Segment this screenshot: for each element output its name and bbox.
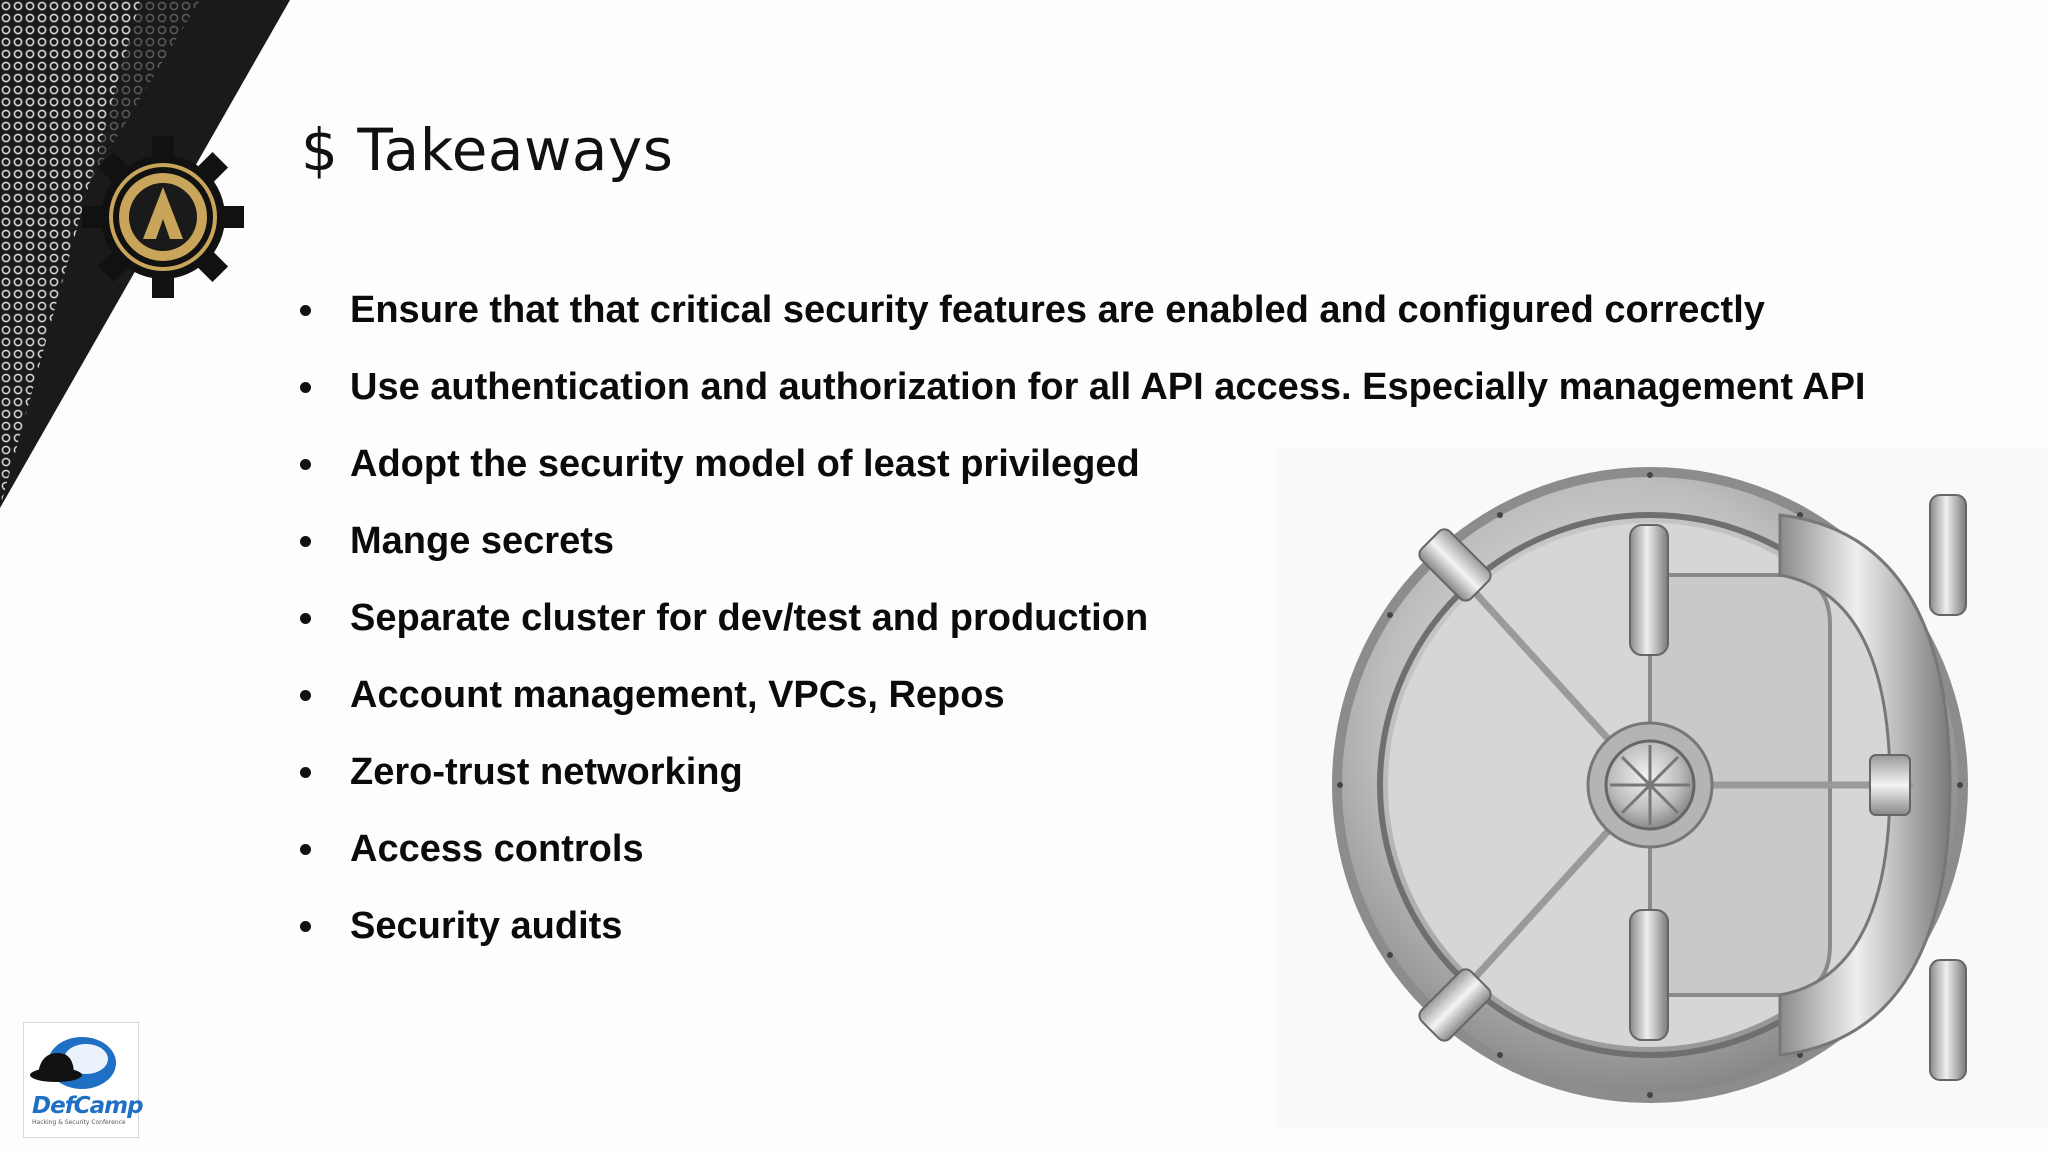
bullet-icon <box>300 843 311 855</box>
list-item: Account management, VPCs, Repos <box>300 657 1866 734</box>
list-item: Separate cluster for dev/test and produc… <box>300 580 1866 657</box>
bullet-text: Zero-trust networking <box>350 751 743 793</box>
vault-door-image <box>1332 467 1968 1103</box>
bullet-icon <box>300 381 311 393</box>
bullet-text: Separate cluster for dev/test and produc… <box>350 597 1149 639</box>
hats-icon <box>30 1037 116 1089</box>
bullet-icon <box>300 766 311 778</box>
bullet-icon <box>300 458 311 470</box>
list-item: Access controls <box>300 811 1866 888</box>
logo-tagline: Hacking & Security Conference <box>32 1119 126 1126</box>
bullet-icon <box>300 612 311 624</box>
logo-text: DefCamp <box>32 1093 144 1119</box>
list-item: Adopt the security model of least privil… <box>300 426 1866 503</box>
takeaways-list: Ensure that that critical security featu… <box>300 272 1866 965</box>
gear-logo-icon <box>82 136 244 298</box>
slide-title: $ Takeaways <box>301 116 674 184</box>
list-item: Security audits <box>300 888 1866 965</box>
bullet-text: Account management, VPCs, Repos <box>350 674 1005 716</box>
list-item: Mange secrets <box>300 503 1866 580</box>
defcamp-logo: DefCamp Hacking & Security Conference <box>23 1022 144 1138</box>
list-item: Use authentication and authorization for… <box>300 349 1866 426</box>
bullet-icon <box>300 304 311 316</box>
bullet-icon <box>300 535 311 547</box>
bullet-text: Access controls <box>350 828 644 870</box>
bullet-text: Adopt the security model of least privil… <box>350 443 1140 485</box>
bullet-text: Ensure that that critical security featu… <box>350 289 1765 331</box>
bullet-text: Use authentication and authorization for… <box>350 366 1866 408</box>
bullet-icon <box>300 689 311 701</box>
bullet-text: Mange secrets <box>350 520 615 562</box>
bullet-text: Security audits <box>350 905 623 947</box>
list-item: Ensure that that critical security featu… <box>300 272 1866 349</box>
list-item: Zero-trust networking <box>300 734 1866 811</box>
bullet-icon <box>300 920 311 932</box>
